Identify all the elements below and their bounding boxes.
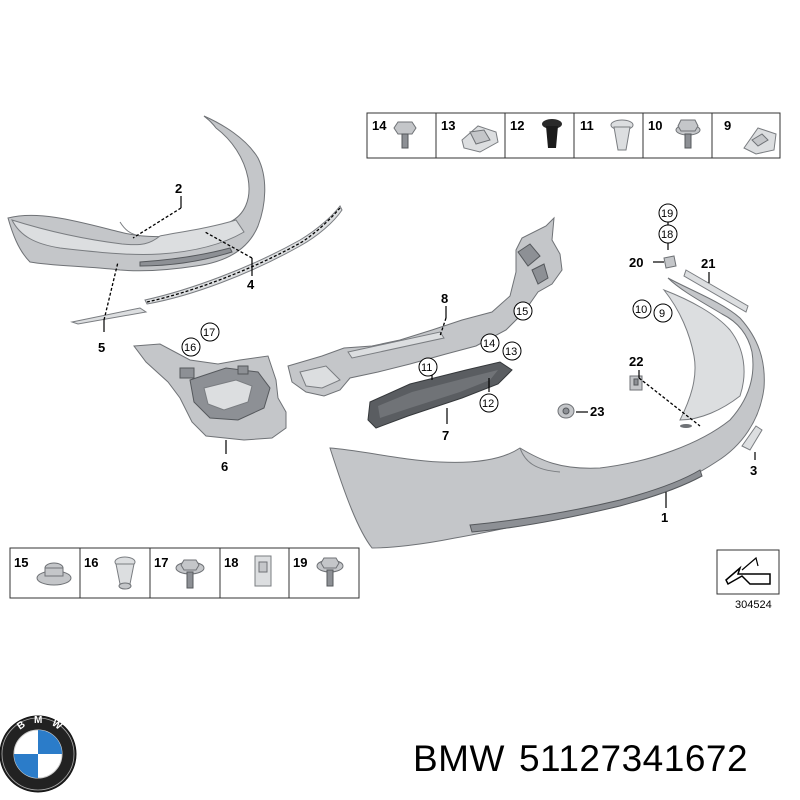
callout-7: 7 xyxy=(442,428,449,443)
callout-1: 1 xyxy=(661,510,668,525)
grommet-icon xyxy=(610,119,634,151)
brand-part-number: BMW 51127341672 xyxy=(413,738,762,780)
circled-15: 15 xyxy=(516,306,528,318)
clip-nut-icon xyxy=(254,555,272,587)
spring-nut-icon xyxy=(461,125,499,153)
callout-2: 2 xyxy=(175,181,182,196)
circled-13: 13 xyxy=(505,346,517,358)
bmw-logo: B M W xyxy=(0,715,77,793)
clip-22 xyxy=(629,375,643,391)
brand-name: BMW xyxy=(413,738,505,779)
circled-12: 12 xyxy=(482,398,494,410)
circled-17: 17 xyxy=(203,327,215,339)
washer-bolt-icon-17 xyxy=(175,559,205,589)
trim-strip-21 xyxy=(683,269,749,313)
top-cell-label-12: 12 xyxy=(510,118,524,133)
flange-nut-icon xyxy=(36,562,72,586)
callout-6: 6 xyxy=(221,459,228,474)
callout-23: 23 xyxy=(590,404,604,419)
top-cell-label-13: 13 xyxy=(441,118,455,133)
trim-strip-4 xyxy=(144,205,343,305)
top-cell-label-10: 10 xyxy=(648,118,662,133)
callout-3: 3 xyxy=(750,463,757,478)
orientation-indicator: 304524 xyxy=(716,549,780,611)
circled-callouts: 17 16 15 11 14 13 12 19 18 10 9 xyxy=(181,203,678,413)
logo-letter-m: M xyxy=(34,715,42,726)
callout-labels: 2 4 5 6 8 7 22 23 1 3 20 21 xyxy=(98,181,757,525)
grommet-23 xyxy=(557,403,575,419)
top-cell-label-9: 9 xyxy=(724,118,731,133)
callout-5: 5 xyxy=(98,340,105,355)
plastic-nut-icon xyxy=(114,556,136,590)
rear-bumper-overview xyxy=(7,115,266,272)
callout-20: 20 xyxy=(629,255,643,270)
bottom-cell-label-18: 18 xyxy=(224,555,238,570)
bumper-cover-1 xyxy=(329,277,765,549)
callout-21: 21 xyxy=(701,256,715,271)
callout-22: 22 xyxy=(629,354,643,369)
circled-11: 11 xyxy=(421,362,432,374)
washer-bolt-icon-19 xyxy=(316,557,344,587)
carrier-8 xyxy=(287,216,563,397)
hex-bolt-icon xyxy=(393,121,417,149)
fastener-table-bottom: 15 16 17 18 19 xyxy=(9,547,360,599)
bottom-cell-label-15: 15 xyxy=(14,555,28,570)
circled-9: 9 xyxy=(659,308,665,320)
part-number: 51127341672 xyxy=(518,738,749,779)
circled-19: 19 xyxy=(661,208,673,220)
washer-bolt-icon xyxy=(675,119,701,149)
bottom-cell-label-17: 17 xyxy=(154,555,168,570)
circled-16: 16 xyxy=(184,342,196,354)
footer: B M W xyxy=(0,712,800,800)
circled-18: 18 xyxy=(661,229,673,241)
reflector-5 xyxy=(70,307,148,325)
fastener-table-top-real: 14 13 12 11 10 9 xyxy=(366,112,781,159)
clip-3 xyxy=(741,425,763,451)
top-cell-label-14: 14 xyxy=(372,118,387,133)
diagram-id: 304524 xyxy=(735,599,772,611)
speed-nut-icon xyxy=(743,127,777,155)
bottom-cell-label-19: 19 xyxy=(293,555,307,570)
callout-4: 4 xyxy=(247,277,255,292)
panel-7 xyxy=(367,361,513,429)
circled-14: 14 xyxy=(483,338,495,350)
clip-20 xyxy=(663,255,677,269)
bracket-6 xyxy=(133,343,287,441)
callout-8: 8 xyxy=(441,291,448,306)
expansion-rivet-icon xyxy=(542,119,562,148)
bottom-cell-label-16: 16 xyxy=(84,555,98,570)
circled-10: 10 xyxy=(635,304,647,316)
top-cell-label-11: 11 xyxy=(580,118,594,133)
